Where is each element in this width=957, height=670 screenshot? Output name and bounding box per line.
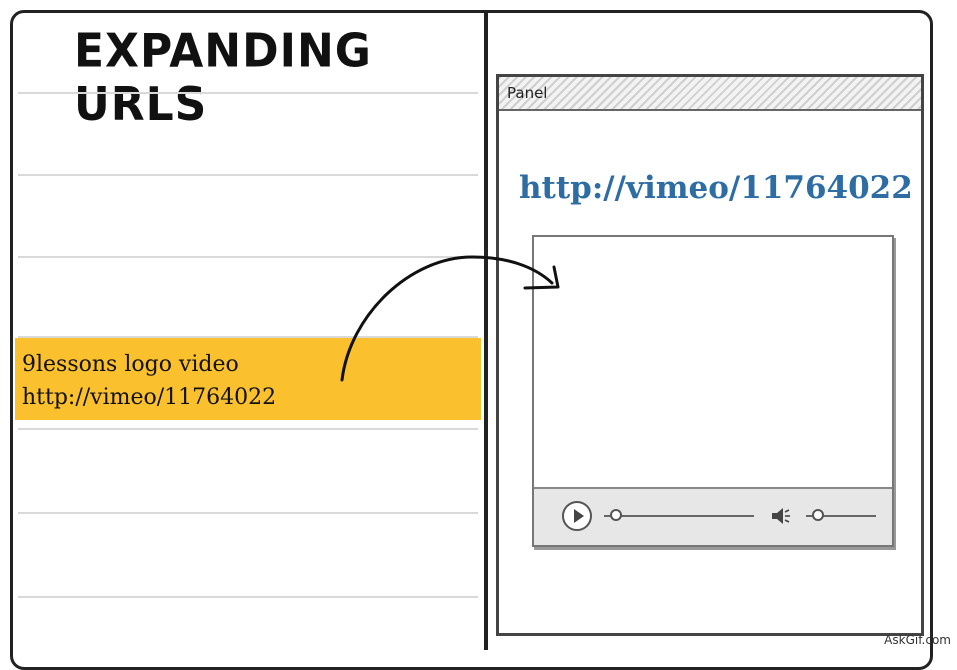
panel-header: Panel [499, 77, 921, 111]
panel-url-link[interactable]: http://vimeo/11764022 [519, 170, 913, 206]
list-row-divider [18, 596, 478, 598]
list-row-divider [18, 512, 478, 514]
page-title: EXPANDING URLS [74, 24, 372, 132]
list-row-divider [18, 428, 478, 430]
volume-slider[interactable] [806, 515, 876, 517]
seek-bar[interactable] [604, 515, 754, 517]
list-item-url[interactable]: http://vimeo/11764022 [22, 385, 277, 410]
speaker-icon[interactable] [770, 505, 792, 527]
list-item-title: 9lessons logo video [22, 352, 239, 377]
wireframe-canvas: EXPANDING URLS 9lessons logo video http:… [10, 10, 951, 670]
list-row-divider [18, 174, 478, 176]
watermark: AskGif.com [884, 633, 951, 647]
play-icon[interactable] [562, 501, 592, 531]
highlighted-list-item[interactable] [15, 338, 481, 420]
arrow-icon [340, 255, 560, 382]
list-row-divider [18, 92, 478, 94]
panel-title: Panel [507, 84, 548, 102]
list-row-divider [18, 256, 478, 258]
player-controls [534, 487, 892, 545]
list-row-divider [18, 336, 478, 338]
vertical-divider [484, 10, 488, 650]
volume-handle[interactable] [812, 509, 824, 521]
video-player[interactable] [532, 235, 894, 547]
seek-handle[interactable] [610, 509, 622, 521]
